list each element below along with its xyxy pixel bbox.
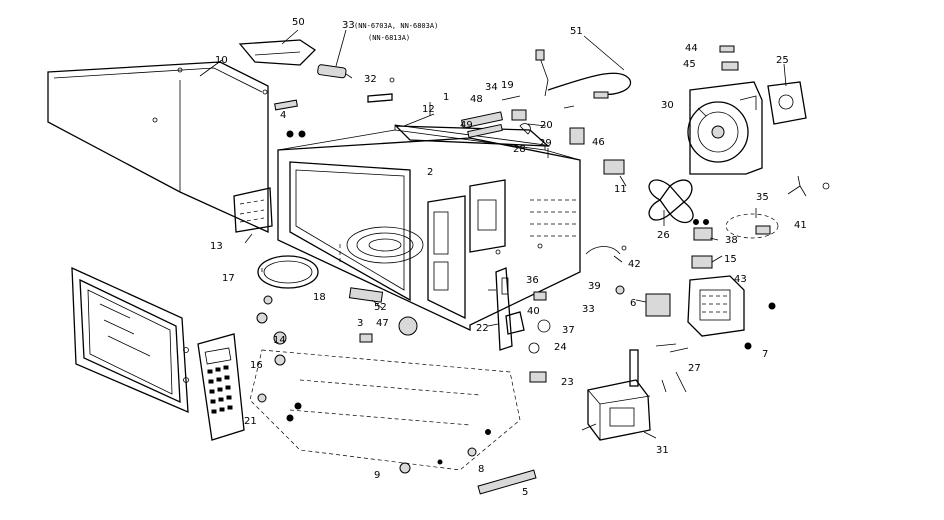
base-plate <box>249 349 521 474</box>
small-part-3 <box>359 333 373 343</box>
callout-8: 8 <box>478 464 484 475</box>
callout-36: 36 <box>526 275 539 286</box>
callout-11: 11 <box>614 184 627 195</box>
callout-10: 10 <box>215 55 228 66</box>
callout-16: 16 <box>250 360 263 371</box>
callout-14: 14 <box>273 335 286 346</box>
callout-42: 42 <box>628 259 641 270</box>
capacitor-parts <box>629 343 689 393</box>
callout-32: 32 <box>364 74 377 85</box>
callout-5: 5 <box>522 487 528 498</box>
callout-33-top: 33 <box>342 20 355 31</box>
callout-43: 43 <box>734 274 747 285</box>
leader-lines <box>199 29 787 327</box>
callout-20: 20 <box>540 120 553 131</box>
callout-37: 37 <box>562 325 575 336</box>
screw <box>286 130 294 138</box>
magnetron <box>687 275 776 350</box>
wiring-parts <box>461 49 632 255</box>
turntable-parts <box>256 255 319 403</box>
callout-50: 50 <box>292 17 305 28</box>
callout-19: 19 <box>501 80 514 91</box>
screw <box>298 130 306 138</box>
callout-2: 2 <box>427 167 433 178</box>
small-part-4 <box>274 99 298 111</box>
callout-9: 9 <box>374 470 380 481</box>
small-part-11 <box>603 159 625 175</box>
bottom-bar-part <box>477 469 537 495</box>
callout-4: 4 <box>280 110 286 121</box>
callout-33-lower: 33 <box>582 304 595 315</box>
small-panel-part <box>233 187 273 233</box>
callout-7: 7 <box>762 349 768 360</box>
callout-6: 6 <box>630 298 636 309</box>
callout-18: 18 <box>313 292 326 303</box>
top-bracket-part <box>238 39 317 66</box>
callout-28: 28 <box>513 144 526 155</box>
callout-38: 38 <box>725 235 738 246</box>
callout-labels: 1 2 3 4 5 6 7 8 9 10 11 12 13 14 15 16 1… <box>210 17 807 498</box>
callout-51: 51 <box>570 26 583 37</box>
callout-41: 41 <box>794 220 807 231</box>
right-small-parts <box>691 175 830 269</box>
callout-1: 1 <box>443 92 449 103</box>
fan-blade <box>648 179 694 224</box>
fan-housing <box>687 45 807 175</box>
callout-31: 31 <box>656 445 669 456</box>
small-square-part-6 <box>645 293 671 317</box>
callout-13: 13 <box>210 241 223 252</box>
callout-46: 46 <box>592 137 605 148</box>
door-assembly <box>71 266 189 414</box>
motor-part <box>398 316 418 336</box>
callout-45: 45 <box>683 59 696 70</box>
small-part-39 <box>615 285 625 295</box>
fuse-part <box>317 64 353 79</box>
callout-21: 21 <box>244 416 257 427</box>
callout-44: 44 <box>685 43 698 54</box>
model-note-2: (NN-6813A) <box>368 34 410 42</box>
callout-12: 12 <box>422 104 435 115</box>
callout-30: 30 <box>661 100 674 111</box>
callout-26: 26 <box>657 230 670 241</box>
callout-48: 48 <box>470 94 483 105</box>
callout-49: 49 <box>460 120 473 131</box>
callout-17: 17 <box>222 273 235 284</box>
small-part-32 <box>367 93 393 103</box>
callout-24: 24 <box>554 342 567 353</box>
callout-23: 23 <box>561 377 574 388</box>
callout-47: 47 <box>376 318 389 329</box>
model-note-1: (NN-6703A, NN-6803A) <box>354 22 438 30</box>
callout-27: 27 <box>688 363 701 374</box>
control-panel <box>197 333 245 441</box>
latch-parts <box>495 267 551 383</box>
callout-15: 15 <box>724 254 737 265</box>
transformer <box>581 379 657 441</box>
callout-34: 34 <box>485 82 498 93</box>
callout-35: 35 <box>756 192 769 203</box>
callout-29: 29 <box>539 138 552 149</box>
callout-22: 22 <box>476 323 489 334</box>
callout-52: 52 <box>374 302 387 313</box>
callout-39: 39 <box>588 281 601 292</box>
outer-cabinet <box>47 61 269 234</box>
bar-part <box>348 287 384 303</box>
callout-3: 3 <box>357 318 363 329</box>
callout-40: 40 <box>527 306 540 317</box>
callout-25: 25 <box>776 55 789 66</box>
